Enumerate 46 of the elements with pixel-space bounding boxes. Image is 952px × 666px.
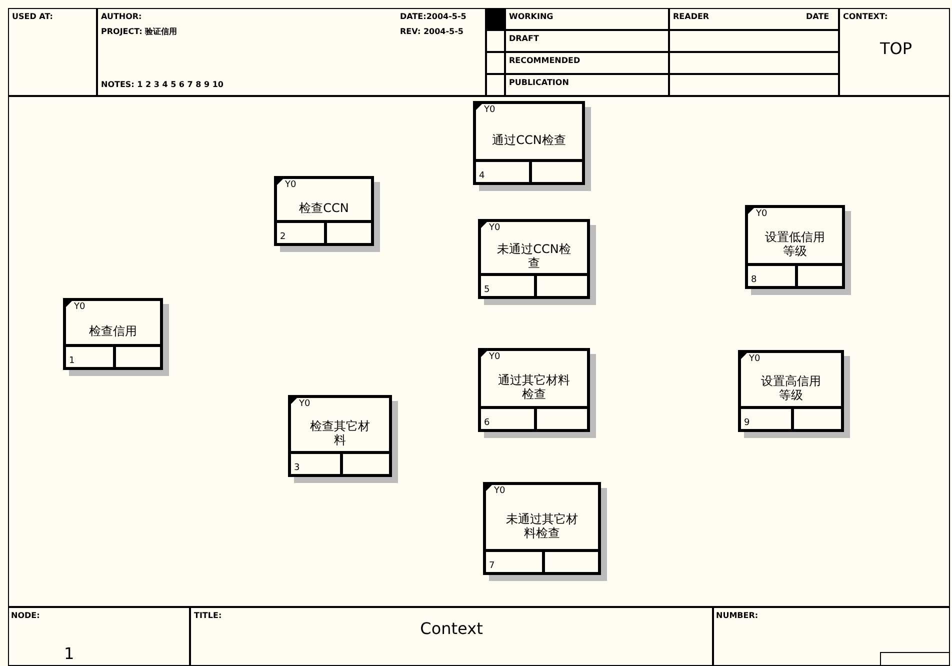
status-label: DRAFT [509,34,539,44]
box-number: 6 [484,418,490,428]
box-tag: Y0 [299,399,310,409]
field-label: USED AT: [12,12,53,22]
box-tag: Y0 [285,180,296,190]
box-tag: Y0 [756,209,768,219]
process-name: 检查其它材料 [309,419,371,447]
box-tag: Y0 [489,352,500,362]
process-name: 设置低信用等级 [764,230,826,258]
node-value: 1 [64,645,74,663]
process-name: 设置高信用等级 [760,374,822,402]
box-number: 7 [489,561,495,571]
box-tag: Y0 [494,486,506,496]
field-value: DATE:2004-5-5 [400,12,466,22]
box-tag: Y0 [749,354,760,364]
field-label: NUMBER: [716,611,758,621]
field-label: DATE [806,12,830,22]
field-label: TITLE: [194,611,222,621]
status-label: RECOMMENDED [509,56,580,66]
process-name: 通过其它材料检查 [497,373,571,401]
process-name: 检查信用 [89,324,137,338]
box-number: 3 [294,463,300,473]
process-name: 检查CCN [299,201,349,215]
box-number: 9 [744,418,750,428]
box-number: 5 [484,285,490,295]
box-number: 2 [280,232,286,242]
field-value: PROJECT: 验证信用 [101,27,178,37]
field-label: NODE: [11,611,40,621]
process-name: 未通过CCN检查 [497,242,571,270]
box-tag: Y0 [74,302,86,312]
box-number: 4 [479,171,485,181]
field-label: AUTHOR: [101,12,142,22]
process-name: 通过CCN检查 [492,133,566,147]
box-number: 8 [751,275,757,285]
box-tag: Y0 [484,105,496,115]
process-name: 未通过其它材料检查 [505,512,579,540]
context-value: TOP [880,40,912,58]
field-label: CONTEXT: [843,12,888,22]
diagram-title: Context [419,620,484,638]
status-label: WORKING [509,12,554,22]
field-value: REV: 2004-5-5 [400,27,464,37]
box-number: 1 [69,356,75,366]
status-label: PUBLICATION [509,78,569,88]
field-label: READER [673,12,710,22]
box-tag: Y0 [489,223,500,233]
field-value: NOTES: 1 2 3 4 5 6 7 8 9 10 [101,80,224,90]
